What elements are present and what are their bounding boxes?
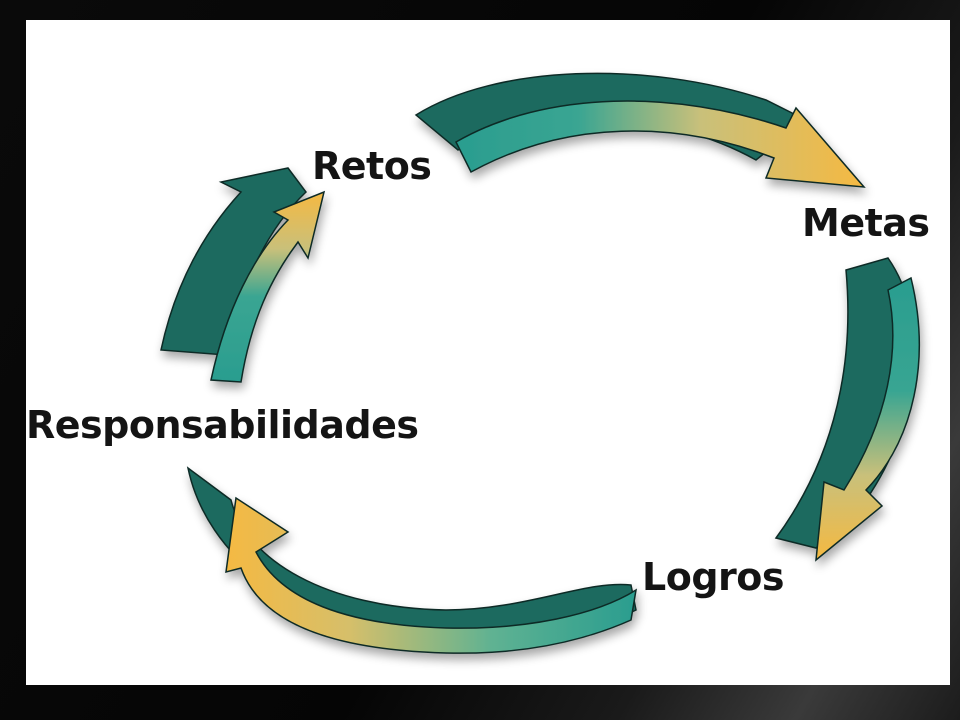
label-metas: Metas: [802, 201, 930, 245]
label-retos: Retos: [312, 144, 432, 188]
slide-canvas: Retos Metas Logros Responsabilidades: [26, 20, 950, 685]
arrow-responsabilidades-to-retos: [160, 167, 326, 383]
arrow-logros-to-responsabilidades: [186, 466, 638, 654]
label-logros: Logros: [642, 555, 785, 599]
arrow-retos-to-metas: [414, 72, 866, 188]
label-responsabilidades: Responsabilidades: [26, 403, 419, 447]
cycle-diagram: [160, 72, 920, 654]
arrow-metas-to-logros: [774, 257, 920, 562]
